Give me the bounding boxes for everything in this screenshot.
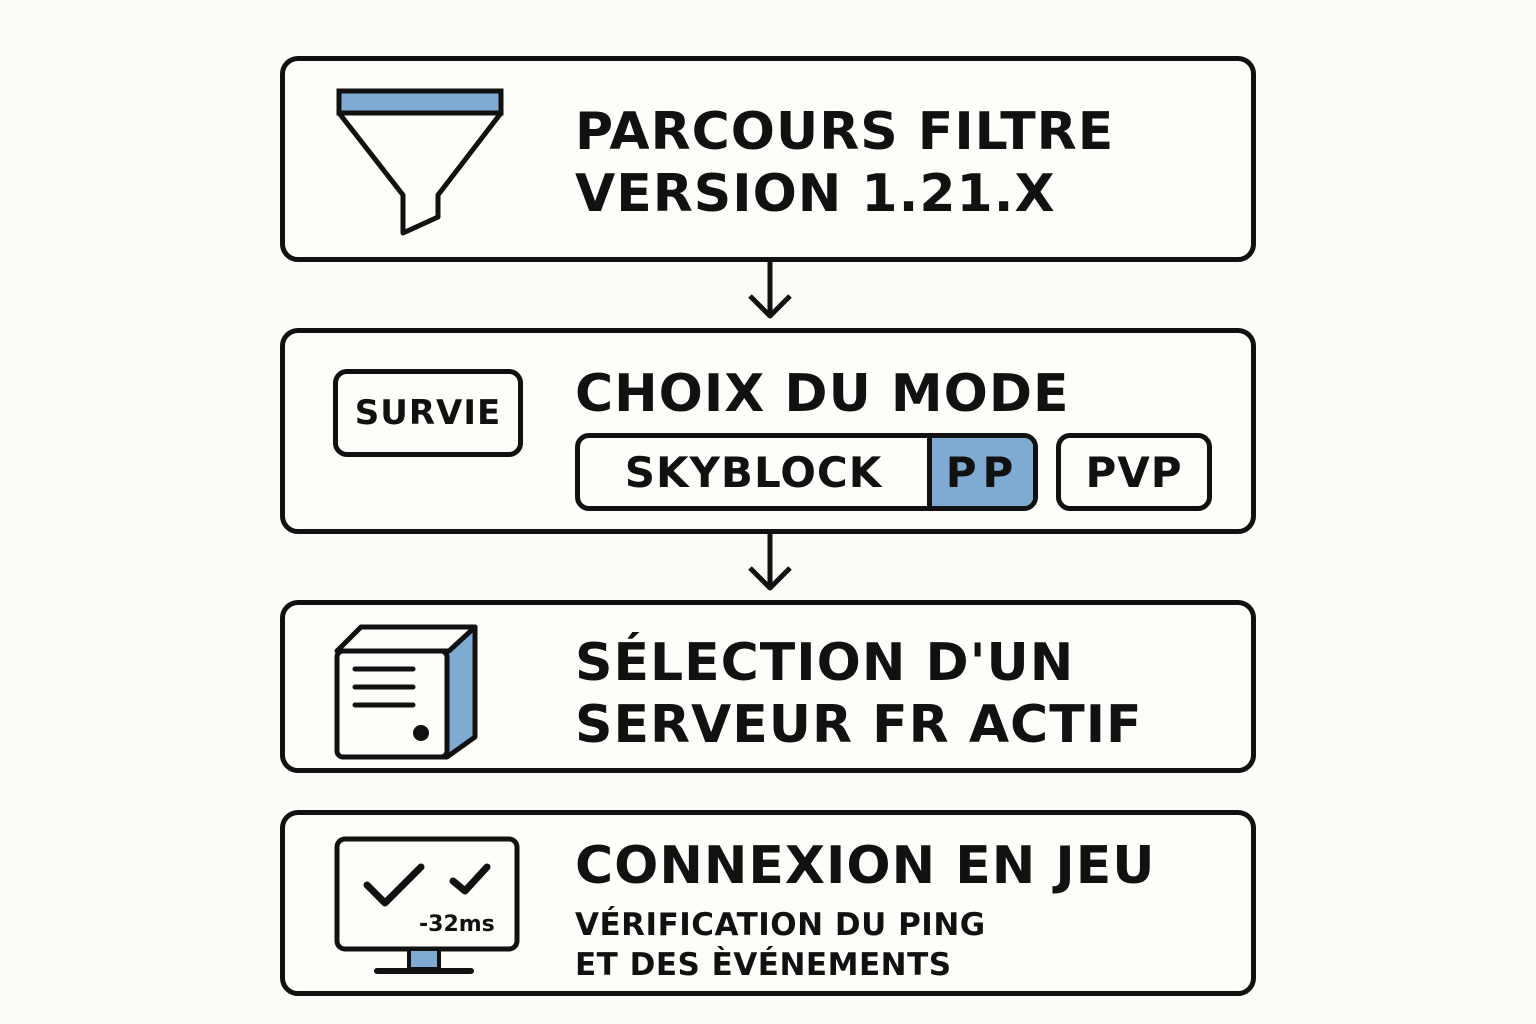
- server-icon: [334, 624, 478, 760]
- step-subtitle: VÉRIFICATION DU PING ET DES ÈVÉNEMENTS: [575, 905, 986, 985]
- step-title-line1: SÉLECTION D'UN: [575, 633, 1075, 693]
- ping-label: -32ms: [419, 912, 495, 937]
- down-arrow-icon: [748, 534, 792, 591]
- step-title: CONNEXION EN JEU: [575, 836, 1156, 896]
- step-subtitle-line1: VÉRIFICATION DU PING: [575, 907, 986, 943]
- step-title: CHOIX DU MODE: [575, 364, 1070, 424]
- mode-pp-button[interactable]: PP: [932, 438, 1033, 506]
- step-title-line2: VERSION 1.21.X: [575, 164, 1056, 224]
- step-mode-choice: SURVIE CHOIX DU MODE SKYBLOCK PP PVP: [280, 328, 1256, 534]
- mode-group: SKYBLOCK PP: [575, 433, 1038, 511]
- funnel-icon: [336, 88, 504, 236]
- step-title-line2: SERVEUR FR ACTIF: [575, 695, 1143, 755]
- down-arrow-icon: [748, 262, 792, 319]
- check-icon: [363, 863, 425, 907]
- step-subtitle-line2: ET DES ÈVÉNEMENTS: [575, 947, 952, 983]
- step-filter: PARCOURS FILTRE VERSION 1.21.X: [280, 56, 1256, 262]
- mode-pvp-button[interactable]: PVP: [1056, 433, 1212, 511]
- step-title: SÉLECTION D'UN SERVEUR FR ACTIF: [575, 632, 1143, 756]
- mode-survie-button[interactable]: SURVIE: [333, 369, 523, 457]
- check-icon: [449, 863, 491, 895]
- monitor-check-icon: -32ms: [334, 836, 520, 974]
- step-title: PARCOURS FILTRE VERSION 1.21.X: [575, 101, 1114, 225]
- step-server-selection: SÉLECTION D'UN SERVEUR FR ACTIF: [280, 600, 1256, 773]
- step-connection: -32ms CONNEXION EN JEU VÉRIFICATION DU P…: [280, 810, 1256, 996]
- mode-skyblock-button[interactable]: SKYBLOCK: [580, 438, 932, 506]
- step-title-line1: PARCOURS FILTRE: [575, 102, 1115, 162]
